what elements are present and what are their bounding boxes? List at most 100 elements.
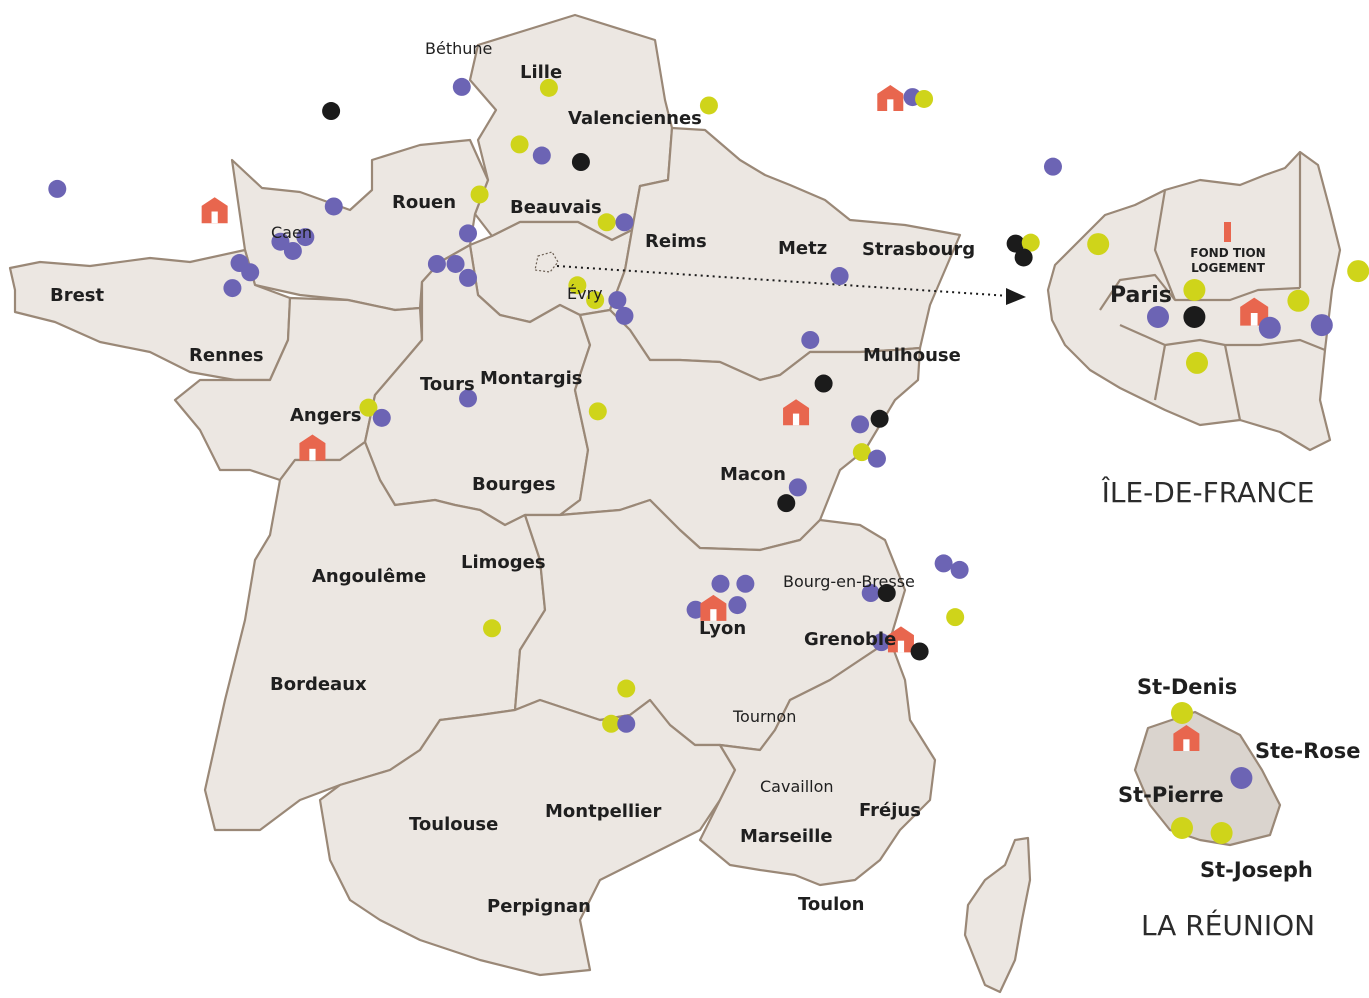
blue-marker — [532, 146, 551, 165]
house-marker-icon — [299, 434, 326, 461]
blue-marker — [615, 213, 634, 232]
yellow-marker — [588, 402, 607, 421]
black-marker — [1183, 306, 1206, 328]
city-labels: Béthune Lille Valenciennes Rouen Beauvai… — [50, 39, 1360, 917]
city-label-paris: Paris — [1110, 283, 1172, 308]
blue-marker — [728, 596, 747, 615]
yellow-marker — [1021, 233, 1040, 252]
city-label-rouen: Rouen — [392, 192, 456, 213]
blue-marker — [711, 574, 730, 593]
zoom-arrow-head — [1006, 288, 1026, 305]
city-label-bourges: Bourges — [472, 474, 556, 495]
region-ile-de-france — [468, 220, 634, 324]
city-label-bethune: Béthune — [425, 39, 492, 58]
blue-marker — [459, 224, 478, 243]
logo-line1: FOND TION — [1190, 246, 1265, 260]
idf-boundary-1 — [1153, 189, 1177, 301]
blue-marker — [788, 478, 807, 497]
yellow-marker — [597, 213, 616, 232]
house-marker-icon — [700, 594, 727, 621]
blue-marker — [48, 179, 67, 198]
zoom-arrow-line — [556, 265, 1011, 297]
yellow-marker — [1183, 279, 1206, 301]
fondation-logo: FOND TION LOGEMENT — [1190, 222, 1266, 275]
city-label-st-pierre: St-Pierre — [1118, 783, 1224, 807]
city-label-lille: Lille — [520, 62, 562, 83]
blue-marker — [1230, 767, 1253, 789]
yellow-marker — [1171, 817, 1193, 839]
city-label-frejus: Fréjus — [859, 800, 921, 821]
city-label-beauvais: Beauvais — [510, 197, 602, 218]
city-label-macon: Macon — [720, 464, 786, 485]
city-label-tours: Tours — [420, 374, 475, 395]
city-label-valenciennes: Valenciennes — [568, 108, 702, 129]
house-marker-icon — [201, 197, 228, 224]
yellow-marker — [510, 135, 529, 154]
city-label-lyon: Lyon — [699, 618, 746, 639]
blue-marker — [615, 306, 634, 325]
city-label-st-denis: St-Denis — [1137, 675, 1237, 699]
idf-boundary-2 — [1099, 273, 1301, 311]
yellow-marker — [483, 619, 502, 638]
city-label-metz: Metz — [778, 238, 827, 259]
black-marker — [877, 584, 896, 603]
idf-boundary-5 — [1223, 344, 1242, 421]
blue-marker — [617, 714, 636, 733]
black-marker — [777, 494, 796, 513]
house-marker-icon — [877, 85, 904, 112]
blue-marker — [1310, 314, 1333, 337]
blue-marker — [1258, 316, 1281, 339]
city-label-st-joseph: St-Joseph — [1200, 858, 1313, 882]
yellow-marker — [470, 185, 489, 204]
idf-markers-layer — [1087, 233, 1369, 374]
blue-marker — [283, 241, 302, 260]
logo-line2: LOGEMENT — [1191, 261, 1266, 275]
mainland-map — [8, 13, 1032, 994]
blue-marker — [736, 574, 755, 593]
yellow-marker — [1287, 289, 1310, 312]
reunion-markers-layer — [1171, 702, 1253, 844]
house-marker-icon — [1173, 725, 1200, 751]
yellow-marker — [568, 276, 587, 295]
city-label-ste-rose: Ste-Rose — [1255, 739, 1360, 763]
blue-marker — [296, 228, 315, 247]
city-label-strasbourg: Strasbourg — [862, 239, 975, 260]
black-marker — [322, 102, 341, 121]
blue-marker — [686, 600, 705, 619]
city-label-evry: Évry — [567, 284, 603, 303]
black-marker — [1006, 234, 1025, 253]
idf-boundary-4 — [1153, 344, 1167, 401]
blue-marker — [324, 197, 343, 216]
black-marker — [571, 152, 590, 171]
blue-marker — [950, 560, 969, 579]
city-label-mulhouse: Mulhouse — [863, 345, 961, 366]
blue-marker — [851, 415, 870, 434]
blue-marker — [372, 408, 391, 427]
blue-marker — [241, 263, 260, 282]
region-corse — [963, 836, 1032, 994]
blue-marker — [1147, 306, 1169, 328]
city-label-rennes: Rennes — [189, 345, 264, 366]
yellow-marker — [359, 398, 378, 417]
blue-marker — [459, 389, 478, 408]
yellow-marker — [1087, 233, 1110, 256]
city-label-angouleme: Angoulême — [312, 566, 426, 587]
house-marker-icon — [1240, 297, 1269, 326]
blue-marker — [830, 267, 849, 286]
black-marker — [870, 409, 889, 428]
blue-marker — [452, 77, 471, 96]
blue-marker — [427, 254, 446, 273]
blue-marker — [446, 254, 465, 273]
yellow-marker — [1210, 822, 1233, 844]
blue-marker — [872, 633, 891, 652]
idf-inset — [1046, 150, 1342, 452]
logo-exclamation-icon — [1224, 222, 1231, 242]
blue-marker — [867, 449, 886, 468]
idf-inset-title: ÎLE-DE-FRANCE — [1101, 475, 1315, 509]
yellow-marker — [699, 96, 718, 115]
house-marker-icon — [783, 399, 810, 426]
yellow-marker — [586, 291, 605, 310]
city-label-caen: Caen — [271, 223, 312, 242]
city-label-cavaillon: Cavaillon — [760, 777, 834, 796]
blue-marker — [608, 291, 627, 310]
